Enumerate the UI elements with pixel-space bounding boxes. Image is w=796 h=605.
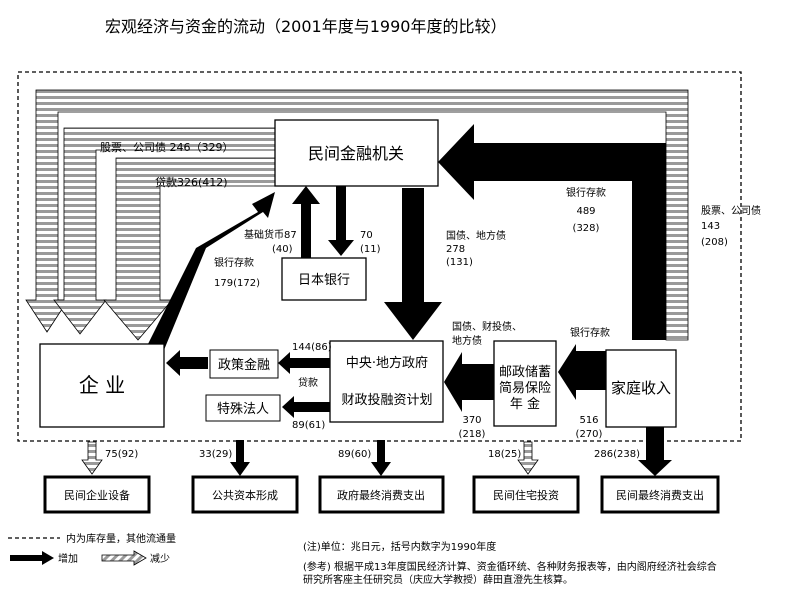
- note-unit: (注)单位：兆日元，括号内数字为1990年度: [303, 540, 496, 553]
- hatched-flows: [25, 89, 689, 475]
- output-label-enterprise-equipment: 民间企业设备: [64, 488, 130, 502]
- arrow-gov-to-gov-consumption: [371, 440, 391, 476]
- policy-finance-box: [209, 349, 279, 379]
- legend: 内为库存量，其他流通量 增加 减少: [8, 532, 176, 566]
- flow-value-base-money-1990: (40): [272, 244, 293, 255]
- flow-label-base-money: 基础货币87: [244, 228, 297, 241]
- arrow-gov-to-public-capital: [230, 440, 250, 476]
- output-label-private-consumption: 民间最终消费支出: [616, 488, 704, 502]
- node-enterprise: 企 业: [79, 373, 125, 397]
- flow-value-370: 370: [462, 415, 481, 426]
- flow-label-bonds-fiscal-line1: 国债、财投债、: [452, 320, 522, 333]
- arrow-household-to-private-consumption: [638, 426, 672, 476]
- flow-label-stocks-bonds-246: 股票、公司债 246（329）: [100, 140, 234, 154]
- output-box-public-capital: [191, 475, 299, 514]
- flow-value-489: 489: [576, 206, 595, 217]
- node-postal-line2: 简易保险: [499, 380, 551, 396]
- flow-value-328: (328): [573, 223, 600, 234]
- arrow-postal-to-government: [444, 352, 494, 412]
- output-box-enterprise-equipment: [43, 475, 151, 514]
- note-reference-line2: 研究所客座主任研究员（庆应大学教授）薛田直澄先生核算。: [303, 573, 573, 586]
- flow-value-218: (218): [459, 429, 486, 440]
- output-value-gov-consumption: 89(60): [338, 449, 371, 460]
- node-government-line1: 中央·地方政府: [346, 355, 428, 371]
- private-finance-box: [274, 119, 439, 187]
- flow-label-bank-deposits-household: 银行存款: [566, 186, 606, 199]
- node-boxes: [39, 119, 677, 428]
- output-label-public-capital: 公共资本形成: [212, 488, 278, 502]
- legend-stock-text: 内为库存量，其他流通量: [66, 532, 176, 545]
- household-box: [605, 349, 677, 428]
- hatched-flow-stocks-bonds-246: [53, 127, 276, 335]
- arrow-gov-to-policy-finance: [278, 352, 330, 374]
- flow-label-loans-gov: 贷款: [298, 376, 318, 389]
- output-value-residential: 18(25): [488, 449, 521, 460]
- note-reference-line1: (参考) 根据平成13年度国民经济计算、资金循环统、各种财务报表等，由内阁府经济…: [303, 560, 717, 573]
- flow-label-stocks-bonds-143: 股票、公司债: [701, 204, 761, 217]
- flow-value-11: (11): [360, 244, 381, 255]
- flow-value-179: 179(172): [214, 278, 260, 289]
- flow-label-loans-326: 贷款326(412): [155, 175, 228, 189]
- arrow-policy-finance-to-enterprise: [166, 350, 208, 376]
- output-box-gov-consumption: [318, 475, 445, 514]
- arrow-private-finance-to-boj: [328, 186, 354, 256]
- chart-title: 宏观经济与资金的流动（2001年度与1990年度的比较）: [105, 17, 506, 36]
- output-box-private-consumption: [600, 475, 720, 514]
- arrow-household-to-postal: [558, 344, 606, 400]
- arrow-gov-to-special-corp: [282, 396, 330, 418]
- flow-value-270: (270): [576, 429, 603, 440]
- legend-increase-arrow: [10, 551, 54, 565]
- arrow-boj-to-private-finance: [292, 186, 320, 258]
- flow-label-bank-deposits-enterprise: 银行存款: [214, 256, 254, 269]
- hatched-arrow-enterprise-equipment: [81, 441, 103, 475]
- flow-value-208: (208): [701, 237, 728, 248]
- node-postal-line1: 邮政储蓄: [499, 365, 551, 380]
- flow-value-143: 143: [701, 221, 720, 232]
- government-box: [329, 340, 444, 423]
- flow-label-gov-bonds: 国债、地方债: [446, 229, 506, 242]
- boj-box: [281, 257, 367, 301]
- output-value-public-capital: 33(29): [199, 449, 232, 460]
- solid-flows: [148, 124, 672, 476]
- flow-label-bonds-fiscal-line2: 地方债: [452, 334, 482, 347]
- flow-label-bank-deposits-postal: 银行存款: [570, 326, 610, 339]
- legend-increase-text: 增加: [58, 552, 78, 565]
- arrow-enterprise-to-private-finance: [148, 192, 275, 350]
- node-boj: 日本银行: [298, 273, 350, 288]
- node-postal-line3: 年 金: [510, 396, 540, 412]
- flow-value-70: 70: [360, 230, 373, 241]
- postal-box: [493, 340, 557, 427]
- output-value-enterprise-equipment: 75(92): [105, 449, 138, 460]
- output-value-private-consumption: 286(238): [594, 449, 640, 460]
- legend-decrease-arrow: [101, 550, 147, 566]
- special-corp-box: [205, 394, 281, 422]
- node-special-corp: 特殊法人: [217, 402, 269, 417]
- flow-value-144: 144(86): [292, 342, 332, 353]
- node-private-finance: 民间金融机关: [308, 144, 404, 163]
- arrow-private-finance-to-government: [384, 188, 442, 340]
- node-policy-finance: 政策金融: [218, 357, 270, 373]
- enterprise-box: [39, 343, 165, 428]
- hatched-arrow-residential: [517, 441, 539, 475]
- output-box-residential: [472, 475, 580, 514]
- flow-value-278: 278: [446, 244, 465, 255]
- flow-value-516: 516: [579, 415, 598, 426]
- node-household: 家庭收入: [611, 379, 671, 397]
- flow-value-131: (131): [446, 257, 473, 268]
- legend-decrease-text: 减少: [150, 553, 170, 565]
- output-label-gov-consumption: 政府最终消费支出: [337, 488, 425, 502]
- output-label-residential: 民间住宅投资: [493, 488, 559, 502]
- hatched-flow-loans-326: [103, 157, 276, 341]
- flow-value-89-61: 89(61): [292, 420, 325, 431]
- node-government-line2: 财政投融资计划: [341, 392, 432, 408]
- arrow-household-to-private-finance: [438, 124, 666, 340]
- output-boxes: [43, 475, 720, 514]
